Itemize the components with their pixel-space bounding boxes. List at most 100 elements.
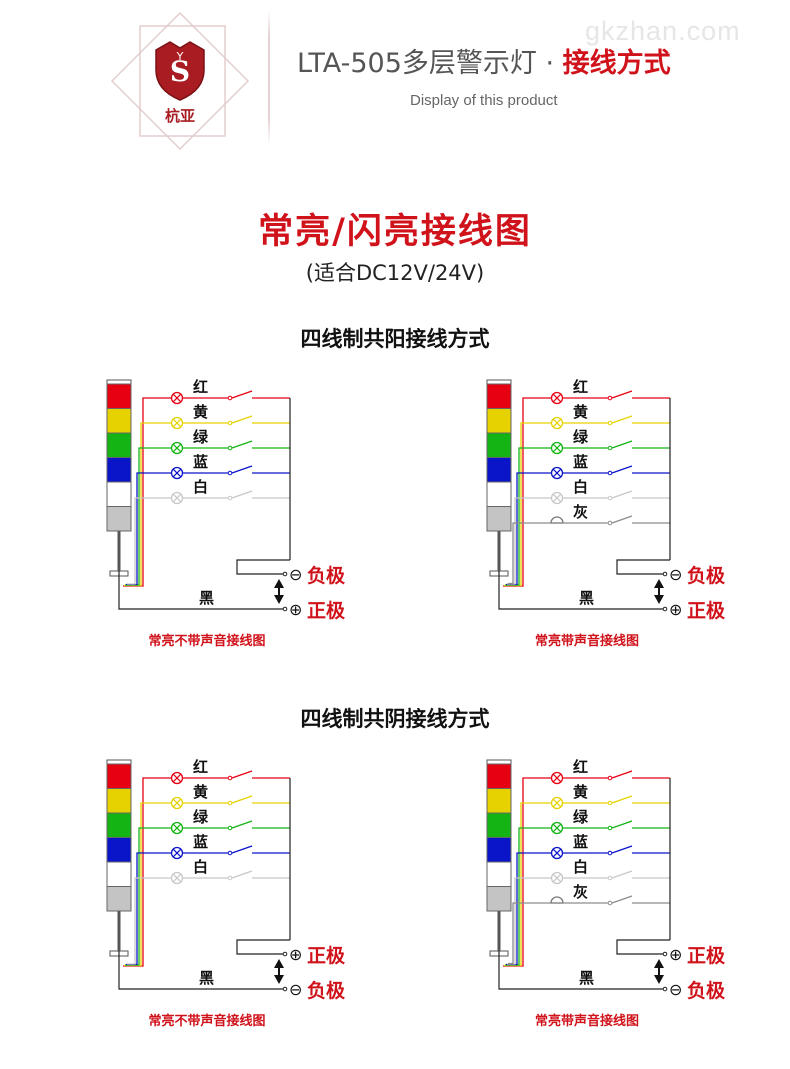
lamp-cross (552, 418, 562, 428)
switch-contact (227, 825, 233, 831)
arrow-head-down (274, 975, 284, 984)
lamp-cross (172, 418, 182, 428)
lamp-cross (172, 443, 182, 453)
lamp-cross (172, 468, 182, 478)
lamp-cross (172, 773, 182, 783)
wire-label: 黄 (193, 783, 208, 801)
wire-label: 黄 (573, 403, 588, 421)
wire-label: 红 (193, 758, 208, 776)
lamp-cross (552, 798, 562, 808)
wire-label: 灰 (573, 883, 588, 901)
switch-contact (227, 395, 233, 401)
wire-label: 绿 (573, 808, 589, 826)
bus-to-terminal (236, 939, 290, 955)
switch-lever (231, 845, 253, 854)
terminal-bottom-label: 负极 (687, 979, 726, 1002)
switch-lever (611, 845, 633, 854)
diagram-main-subtitle: (适合DC12V/24V) (305, 261, 485, 285)
terminal-bottom-label: 负极 (307, 979, 346, 1002)
switch-lever (231, 795, 253, 804)
tower-segment-white (106, 481, 132, 507)
wire-white (127, 877, 171, 965)
lamp-cross (172, 493, 182, 503)
terminal-top-label: 正极 (687, 944, 726, 967)
tower-cap (486, 759, 512, 765)
wire-label: 蓝 (193, 833, 208, 851)
page-subtitle: Display of this product (410, 92, 558, 109)
wire-label: 绿 (193, 808, 209, 826)
wire-sound (508, 522, 551, 585)
terminal-top-symbol: ⊖ (289, 565, 302, 584)
wire-green (505, 827, 551, 966)
switch-contact (227, 800, 233, 806)
terminal-dot (282, 606, 288, 612)
arrow-head-down (274, 595, 284, 604)
arrow-head-down (654, 975, 664, 984)
switch-lever (611, 390, 633, 399)
tower-segment-white (106, 861, 132, 887)
tower-segment-sound (486, 886, 512, 912)
terminal-top-label: 负极 (307, 564, 346, 587)
wire-black (118, 571, 284, 610)
switch-lever (231, 770, 253, 779)
tower-segment-red (486, 383, 512, 409)
terminal-bottom-symbol: ⊖ (289, 980, 302, 999)
switch-contact (227, 470, 233, 476)
lamp-cross (172, 823, 182, 833)
terminal-dot (282, 571, 288, 577)
lamp-cross (552, 773, 562, 783)
terminal-top-symbol: ⊕ (289, 945, 302, 964)
terminal-dot (662, 571, 668, 577)
terminal-bottom-label: 正极 (687, 599, 726, 622)
wire-label-black: 黑 (579, 589, 594, 607)
switch-lever (611, 770, 633, 779)
diagram-caption: 常亮不带声音接线图 (148, 1013, 265, 1029)
switch-contact (607, 495, 613, 501)
terminal-bottom-symbol: ⊕ (669, 600, 682, 619)
bus-to-terminal (616, 559, 670, 575)
wire-green (505, 447, 551, 586)
switch-contact (227, 775, 233, 781)
brand-name: 杭亚 (165, 107, 195, 125)
wire-label: 白 (573, 858, 588, 876)
switch-lever (611, 515, 633, 524)
switch-lever (231, 870, 253, 879)
bus-to-terminal (236, 559, 290, 575)
tower-segment-white (486, 481, 512, 507)
wire-label: 白 (193, 858, 208, 876)
wire-label-black: 黑 (199, 969, 214, 987)
tower-cap (486, 379, 512, 385)
switch-lever (611, 870, 633, 879)
wire-blue (126, 852, 171, 966)
switch-contact (607, 470, 613, 476)
switch-contact (227, 445, 233, 451)
wire-label: 红 (573, 378, 588, 396)
switch-lever (611, 795, 633, 804)
terminal-bottom-label: 正极 (307, 599, 346, 622)
wire-label: 红 (573, 758, 588, 776)
tower-segment-red (106, 383, 132, 409)
switch-lever (231, 440, 253, 449)
arrow-head-up (274, 959, 284, 968)
terminal-top-symbol: ⊕ (669, 945, 682, 964)
wire-sound (508, 902, 551, 965)
switch-lever (231, 490, 253, 499)
terminal-top-label: 正极 (307, 944, 346, 967)
buzzer-icon (550, 516, 564, 524)
switch-lever (611, 490, 633, 499)
svg-text:Y: Y (176, 50, 184, 63)
wire-label: 蓝 (193, 453, 208, 471)
arrow-head-up (274, 579, 284, 588)
switch-contact (227, 875, 233, 881)
terminal-dot (282, 986, 288, 992)
tower-cap (106, 379, 132, 385)
wire-black (498, 571, 664, 610)
tower-cap (106, 759, 132, 765)
lamp-cross (552, 848, 562, 858)
tower-segment-red (486, 763, 512, 789)
switch-lever (611, 415, 633, 424)
wire-label: 灰 (573, 503, 588, 521)
lamp-cross (172, 798, 182, 808)
